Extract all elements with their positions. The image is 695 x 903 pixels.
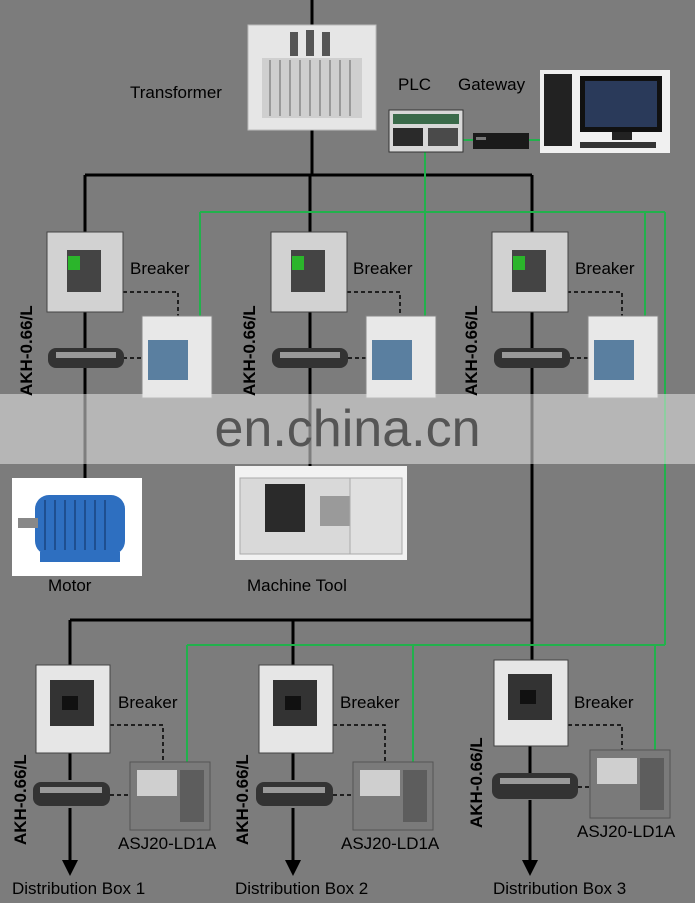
breaker-device-5 bbox=[259, 665, 333, 753]
akh-label-3: AKH-0.66/L bbox=[462, 305, 482, 396]
akh-label-4: AKH-0.66/L bbox=[11, 754, 31, 845]
gateway-device bbox=[473, 133, 529, 149]
breaker-device-3 bbox=[492, 232, 568, 312]
distribution-box-3-label: Distribution Box 3 bbox=[493, 879, 626, 899]
meter-device-3 bbox=[588, 316, 658, 398]
distribution-box-1-label: Distribution Box 1 bbox=[12, 879, 145, 899]
breaker-device-2 bbox=[271, 232, 347, 312]
current-transformer-3 bbox=[494, 348, 570, 368]
akh-label-1: AKH-0.66/L bbox=[17, 305, 37, 396]
arrowheads bbox=[62, 860, 538, 876]
gateway-label: Gateway bbox=[458, 75, 525, 95]
breaker-label-2: Breaker bbox=[353, 259, 413, 279]
breaker-device-6 bbox=[494, 660, 568, 746]
machine-tool-device bbox=[235, 466, 407, 560]
akh-label-6: AKH-0.66/L bbox=[467, 737, 487, 828]
meter-device-1 bbox=[142, 316, 212, 398]
current-transformer-6 bbox=[492, 773, 578, 799]
transformer-label: Transformer bbox=[130, 83, 222, 103]
motor-label: Motor bbox=[48, 576, 91, 596]
asj-label-2: ASJ20-LD1A bbox=[341, 834, 439, 854]
breaker-device-1 bbox=[47, 232, 123, 312]
asj-label-3: ASJ20-LD1A bbox=[577, 822, 675, 842]
current-transformer-1 bbox=[48, 348, 124, 368]
breaker-label-5: Breaker bbox=[340, 693, 400, 713]
asj-meter-device-3 bbox=[590, 750, 670, 818]
arrowhead-dist3 bbox=[522, 860, 538, 876]
breaker-label-3: Breaker bbox=[575, 259, 635, 279]
arrowhead-dist1 bbox=[62, 860, 78, 876]
plc-device bbox=[389, 110, 463, 152]
breaker-device-4 bbox=[36, 665, 110, 753]
motor-device bbox=[12, 478, 142, 576]
current-transformer-2 bbox=[272, 348, 348, 368]
plc-label: PLC bbox=[398, 75, 431, 95]
akh-label-2: AKH-0.66/L bbox=[240, 305, 260, 396]
breaker-label-4: Breaker bbox=[118, 693, 178, 713]
meter-device-2 bbox=[366, 316, 436, 398]
watermark-text: en.china.cn bbox=[0, 394, 695, 464]
asj-meter-device-1 bbox=[130, 762, 210, 830]
breaker-label-6: Breaker bbox=[574, 693, 634, 713]
computer-device bbox=[540, 70, 670, 153]
machine-tool-label: Machine Tool bbox=[247, 576, 347, 596]
asj-meter-device-2 bbox=[353, 762, 433, 830]
transformer-device bbox=[248, 25, 376, 130]
current-transformer-4 bbox=[33, 782, 110, 806]
current-transformer-5 bbox=[256, 782, 333, 806]
arrowhead-dist2 bbox=[285, 860, 301, 876]
asj-label-1: ASJ20-LD1A bbox=[118, 834, 216, 854]
breaker-label-1: Breaker bbox=[130, 259, 190, 279]
distribution-box-2-label: Distribution Box 2 bbox=[235, 879, 368, 899]
akh-label-5: AKH-0.66/L bbox=[233, 754, 253, 845]
